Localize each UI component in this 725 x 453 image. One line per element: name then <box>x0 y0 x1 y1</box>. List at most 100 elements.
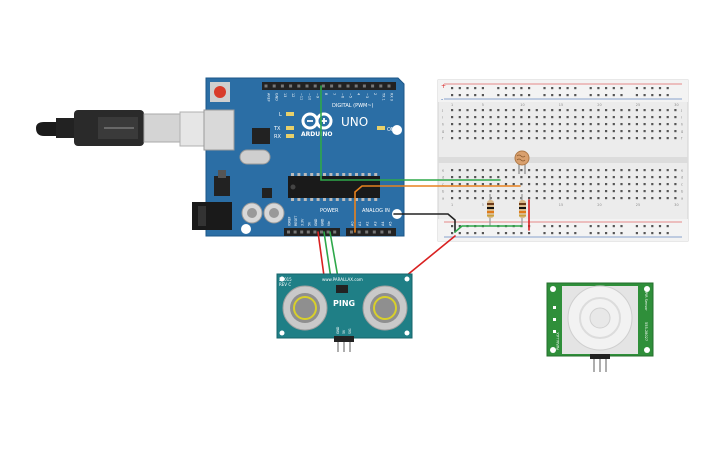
header-hole[interactable] <box>350 230 353 234</box>
breadboard-hole[interactable] <box>651 116 654 119</box>
breadboard-hole[interactable] <box>451 183 454 186</box>
rail-hole[interactable] <box>597 232 600 235</box>
breadboard-hole[interactable] <box>474 197 477 200</box>
breadboard-hole[interactable] <box>451 130 454 133</box>
power-header[interactable] <box>284 228 340 236</box>
breadboard-hole[interactable] <box>497 176 500 179</box>
breadboard-hole[interactable] <box>589 123 592 126</box>
breadboard-hole[interactable] <box>612 190 615 193</box>
breadboard-hole[interactable] <box>589 109 592 112</box>
breadboard-hole[interactable] <box>512 190 515 193</box>
breadboard-hole[interactable] <box>566 123 569 126</box>
header-hole[interactable] <box>287 230 290 234</box>
breadboard-hole[interactable] <box>620 123 623 126</box>
breadboard-hole[interactable] <box>474 109 477 112</box>
breadboard-hole[interactable] <box>605 176 608 179</box>
breadboard-hole[interactable] <box>666 176 669 179</box>
breadboard-hole[interactable] <box>605 190 608 193</box>
breadboard-hole[interactable] <box>543 116 546 119</box>
rail-hole[interactable] <box>551 232 554 235</box>
rail-hole[interactable] <box>589 94 592 97</box>
header-hole[interactable] <box>372 230 376 234</box>
breadboard-hole[interactable] <box>581 176 585 179</box>
breadboard-hole[interactable] <box>528 176 531 179</box>
breadboard-hole[interactable] <box>466 197 469 200</box>
rail-hole[interactable] <box>497 94 500 97</box>
breadboard-hole[interactable] <box>481 116 484 119</box>
wire-green-gnd-rail[interactable] <box>454 225 523 233</box>
breadboard-hole[interactable] <box>558 169 561 172</box>
breadboard-hole[interactable] <box>643 123 646 126</box>
breadboard-hole[interactable] <box>589 197 592 200</box>
breadboard-hole[interactable] <box>481 190 484 193</box>
breadboard-hole[interactable] <box>658 130 662 133</box>
breadboard-hole[interactable] <box>574 176 577 179</box>
breadboard-hole[interactable] <box>597 197 600 200</box>
breadboard-hole[interactable] <box>466 176 469 179</box>
rail-hole[interactable] <box>574 94 577 97</box>
wire-green-digital[interactable] <box>320 85 501 181</box>
breadboard-hole[interactable] <box>458 123 461 126</box>
breadboard-hole[interactable] <box>466 123 469 126</box>
breadboard-hole[interactable] <box>651 137 654 140</box>
breadboard-hole[interactable] <box>643 169 646 172</box>
breadboard-hole[interactable] <box>458 176 461 179</box>
rail-hole[interactable] <box>466 94 469 97</box>
breadboard-hole[interactable] <box>543 109 546 112</box>
breadboard-hole[interactable] <box>612 183 615 186</box>
breadboard-hole[interactable] <box>597 109 600 112</box>
breadboard-hole[interactable] <box>628 183 631 186</box>
rail-hole[interactable] <box>528 87 531 90</box>
breadboard-hole[interactable] <box>643 109 646 112</box>
header-hole[interactable] <box>305 84 309 88</box>
breadboard-hole[interactable] <box>474 137 477 140</box>
breadboard-hole[interactable] <box>474 123 477 126</box>
rail-hole[interactable] <box>497 87 500 90</box>
wire-orange-analog[interactable] <box>354 185 521 233</box>
pir-pins[interactable] <box>590 354 610 372</box>
breadboard-hole[interactable] <box>635 137 638 140</box>
breadboard-hole[interactable] <box>451 137 454 140</box>
breadboard-hole[interactable] <box>597 130 600 133</box>
breadboard-hole[interactable] <box>451 109 454 112</box>
ping-pins[interactable] <box>334 336 354 352</box>
breadboard-hole[interactable] <box>520 169 523 172</box>
rail-hole[interactable] <box>635 87 638 90</box>
breadboard-hole[interactable] <box>597 176 600 179</box>
breadboard-hole[interactable] <box>481 176 484 179</box>
breadboard-hole[interactable] <box>451 176 454 179</box>
rail-hole[interactable] <box>497 232 500 235</box>
breadboard-hole[interactable] <box>574 169 577 172</box>
breadboard-hole[interactable] <box>512 176 515 179</box>
breadboard-hole[interactable] <box>497 123 500 126</box>
rail-hole[interactable] <box>574 232 577 235</box>
rail-hole[interactable] <box>566 87 569 90</box>
header-hole[interactable] <box>272 84 276 88</box>
breadboard-hole[interactable] <box>635 176 638 179</box>
rail-hole[interactable] <box>520 87 523 90</box>
breadboard-hole[interactable] <box>474 169 477 172</box>
rail-hole[interactable] <box>605 94 608 97</box>
breadboard-hole[interactable] <box>551 123 554 126</box>
header-hole[interactable] <box>338 84 342 88</box>
breadboard-hole[interactable] <box>628 109 631 112</box>
breadboard-hole[interactable] <box>489 183 492 186</box>
breadboard-hole[interactable] <box>674 123 677 126</box>
breadboard-hole[interactable] <box>635 190 638 193</box>
rail-hole[interactable] <box>451 232 454 235</box>
rail-hole[interactable] <box>451 87 454 90</box>
rail-hole[interactable] <box>620 232 623 235</box>
rail-hole[interactable] <box>643 225 646 228</box>
breadboard-hole[interactable] <box>543 169 546 172</box>
breadboard-hole[interactable] <box>489 123 492 126</box>
rail-hole[interactable] <box>605 225 608 228</box>
breadboard-hole[interactable] <box>535 197 538 200</box>
wire-black-gnd[interactable] <box>393 213 456 233</box>
header-hole[interactable] <box>320 230 323 234</box>
breadboard-hole[interactable] <box>512 137 515 140</box>
breadboard-hole[interactable] <box>658 169 662 172</box>
header-hole[interactable] <box>313 230 317 234</box>
rail-hole[interactable] <box>543 232 546 235</box>
breadboard-hole[interactable] <box>466 116 469 119</box>
rail-hole[interactable] <box>551 87 554 90</box>
